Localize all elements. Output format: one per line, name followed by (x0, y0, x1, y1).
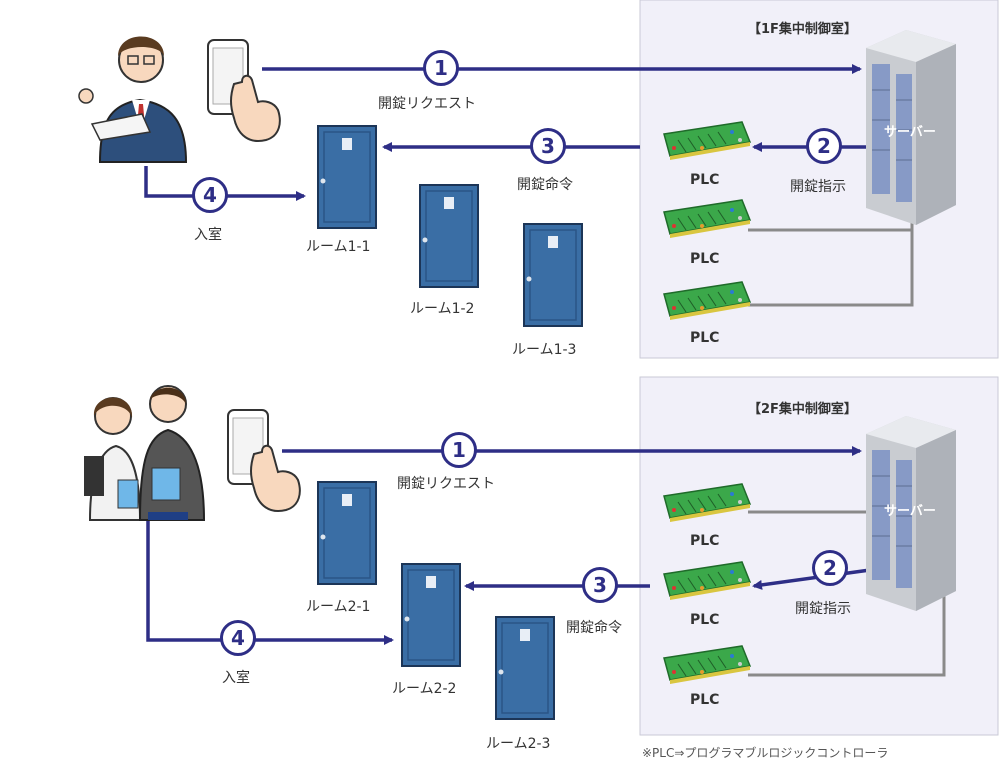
door-icon-1-1 (317, 125, 377, 229)
plc-label-2f-a: PLC (690, 533, 720, 549)
wire-lines-2f (748, 510, 946, 677)
step-label-command-1f: 開錠命令 (517, 177, 573, 193)
room-label-2-1: ルーム2-1 (306, 599, 371, 615)
plc-label-1f-a: PLC (690, 172, 720, 188)
server-label-2f: サーバー (884, 504, 936, 519)
door-icon-1-2 (419, 184, 479, 288)
step-label-request-2f: 開錠リクエスト (397, 476, 495, 492)
person-icon-2f-man (138, 385, 206, 521)
room-label-1-2: ルーム1-2 (410, 301, 475, 317)
step-badge-3-2f: 3 (582, 567, 618, 603)
smartphone-hand-icon-1f (207, 39, 281, 143)
door-icon-1-3 (523, 223, 583, 327)
step-badge-1-2f: 1 (441, 432, 477, 468)
step-badge-1-1f: 1 (423, 50, 459, 86)
smartphone-hand-icon-2f (227, 409, 301, 513)
step-label-enter-1f: 入室 (194, 227, 222, 243)
room-label-2-3: ルーム2-3 (486, 736, 551, 752)
step-label-instruction-2f: 開錠指示 (795, 601, 851, 617)
plc-label-2f-b: PLC (690, 612, 720, 628)
person-icon-2f-woman (84, 397, 142, 521)
step-label-command-2f: 開錠命令 (566, 620, 622, 636)
door-icon-2-3 (495, 616, 555, 720)
plc-label-1f-b: PLC (690, 251, 720, 267)
plc-label-1f-c: PLC (690, 330, 720, 346)
plc-label-2f-c: PLC (690, 692, 720, 708)
arrow-lines-1f (144, 64, 872, 201)
footnote: ※PLC⇒プログラマブルロジックコントローラ (642, 746, 889, 760)
step-label-request-1f: 開錠リクエスト (378, 96, 476, 112)
server-label-1f: サーバー (884, 125, 936, 140)
room-label-1-1: ルーム1-1 (306, 239, 371, 255)
room-label-1-3: ルーム1-3 (512, 342, 577, 358)
person-icon-1f (78, 36, 188, 163)
door-icon-2-1 (317, 481, 377, 585)
step-badge-4-2f: 4 (220, 620, 256, 656)
step-label-enter-2f: 入室 (222, 670, 250, 686)
arrow-lines-2f (146, 446, 871, 645)
control-room-title-1f: 【1F集中制御室】 (748, 22, 857, 37)
step-badge-3-1f: 3 (530, 128, 566, 164)
step-label-instruction-1f: 開錠指示 (790, 179, 846, 195)
step-badge-4-1f: 4 (192, 177, 228, 213)
room-label-2-2: ルーム2-2 (392, 681, 457, 697)
door-icon-2-2 (401, 563, 461, 667)
step-badge-2-2f: 2 (812, 550, 848, 586)
step-badge-2-1f: 2 (806, 128, 842, 164)
control-room-title-2f: 【2F集中制御室】 (748, 402, 857, 417)
